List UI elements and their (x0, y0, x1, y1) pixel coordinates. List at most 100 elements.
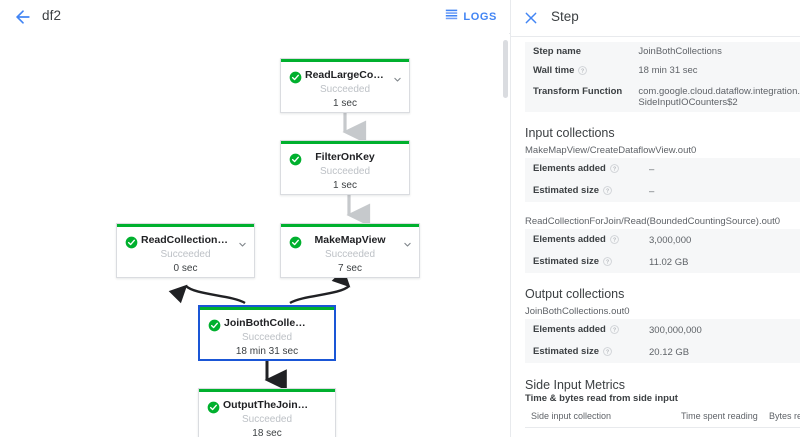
output-collections-title: Output collections (525, 287, 625, 301)
svg-text:?: ? (606, 349, 609, 355)
node-name: ReadCollectionForJoin (141, 234, 254, 246)
node-status-accent (200, 307, 334, 310)
spacer (511, 202, 800, 216)
node-name: JoinBothCollections (224, 317, 327, 329)
side-input-metrics-title: Side Input Metrics (525, 378, 626, 392)
column-header: Time spent reading (675, 406, 763, 428)
node-name: ReadLargeCollectionFr... (305, 69, 409, 81)
chevron-down-icon[interactable] (393, 71, 402, 82)
node-status: Succeeded (241, 414, 293, 425)
table-row: MakeMapView/CreateDataflow View.out010 m… (525, 427, 800, 437)
node-duration: 0 sec (173, 263, 198, 274)
help-icon[interactable]: ? (603, 346, 612, 359)
node-status-accent (199, 389, 335, 392)
metric-key: Elements added? (525, 158, 641, 180)
node-name: MakeMapView (314, 234, 386, 246)
column-header: Bytes read (763, 406, 800, 428)
chevron-down-icon[interactable] (238, 236, 247, 247)
node-name: FilterOnKey (315, 151, 375, 163)
svg-text:?: ? (613, 237, 616, 243)
metric-row: Estimated size?11.02 GB (525, 251, 800, 273)
node-status-accent (281, 141, 409, 144)
collection-name: MakeMapView/CreateDataflowView.out0 (525, 145, 697, 156)
job-graph-pane: df2 LOGS (0, 7, 510, 437)
node-name: OutputTheJoinedCollec... (223, 399, 335, 411)
summary-value: com.google.cloud.dataflow.integration. S… (630, 82, 800, 112)
svg-text:?: ? (606, 188, 609, 194)
help-icon[interactable]: ? (578, 66, 588, 78)
metric-row: Estimated size?20.12 GB (525, 341, 800, 363)
logs-button[interactable]: LOGS (445, 8, 497, 26)
node-status: Succeeded (324, 249, 376, 260)
step-panel-title: Step (551, 9, 579, 24)
arrow-back-icon[interactable] (13, 7, 33, 27)
collection-name: ReadCollectionForJoin/Read(BoundedCounti… (525, 216, 781, 227)
svg-text:?: ? (613, 166, 616, 172)
graph-node-read-large-collection[interactable]: ReadLargeCollectionFr... Succeeded 1 sec (280, 58, 410, 113)
close-icon[interactable] (523, 10, 539, 26)
svg-text:?: ? (581, 68, 584, 74)
svg-text:?: ? (606, 259, 609, 265)
node-status-accent (117, 224, 254, 227)
summary-value: 18 min 31 sec (630, 61, 800, 82)
metric-value: 300,000,000 (641, 319, 800, 341)
svg-text:?: ? (613, 327, 616, 333)
graph-canvas[interactable]: ReadLargeCollectionFr... Succeeded 1 secFi… (0, 33, 509, 437)
help-icon[interactable]: ? (603, 185, 612, 198)
check-circle-icon (289, 236, 302, 249)
node-status: Succeeded (319, 84, 371, 95)
table-cell: 10.14 GB (763, 427, 800, 437)
check-circle-icon (208, 319, 221, 332)
side-input-metrics-subtitle: Time & bytes read from side input (525, 393, 678, 404)
metric-key: Elements added? (525, 229, 641, 251)
metric-row: Elements added?– (525, 158, 800, 180)
metric-row: Elements added?3,000,000 (525, 229, 800, 251)
check-circle-icon (207, 401, 220, 414)
help-icon[interactable]: ? (609, 234, 619, 247)
summary-key: Step name (525, 42, 631, 61)
collection-name: JoinBothCollections.out0 (525, 306, 630, 317)
node-status: Succeeded (319, 166, 371, 177)
logs-button-label: LOGS (463, 11, 497, 23)
page-title: df2 (42, 8, 62, 23)
check-circle-icon (289, 71, 302, 84)
metric-value: – (641, 180, 800, 202)
graph-edges (168, 113, 371, 391)
metric-row: Estimated size?– (525, 180, 800, 202)
check-circle-icon (125, 236, 138, 249)
node-duration: 7 sec (338, 263, 362, 274)
node-status: Succeeded (241, 332, 293, 343)
step-panel-header: Step (511, 0, 800, 37)
help-icon[interactable]: ? (603, 256, 612, 269)
summary-key: Transform Function (525, 82, 631, 112)
left-pane-scrollbar[interactable] (503, 40, 508, 98)
metric-row: Elements added?300,000,000 (525, 319, 800, 341)
help-icon[interactable]: ? (609, 324, 619, 337)
node-status: Succeeded (160, 249, 211, 260)
column-header: Side input collection (525, 406, 675, 428)
node-duration: 1 sec (333, 98, 357, 109)
metric-key: Elements added? (525, 319, 641, 341)
summary-value: JoinBothCollections (630, 42, 800, 61)
metric-key: Estimated size? (525, 251, 641, 273)
summary-key: Wall time? (525, 61, 631, 82)
metric-key: Estimated size? (525, 180, 641, 202)
help-icon[interactable]: ? (609, 163, 619, 176)
chevron-down-icon[interactable] (403, 236, 412, 247)
